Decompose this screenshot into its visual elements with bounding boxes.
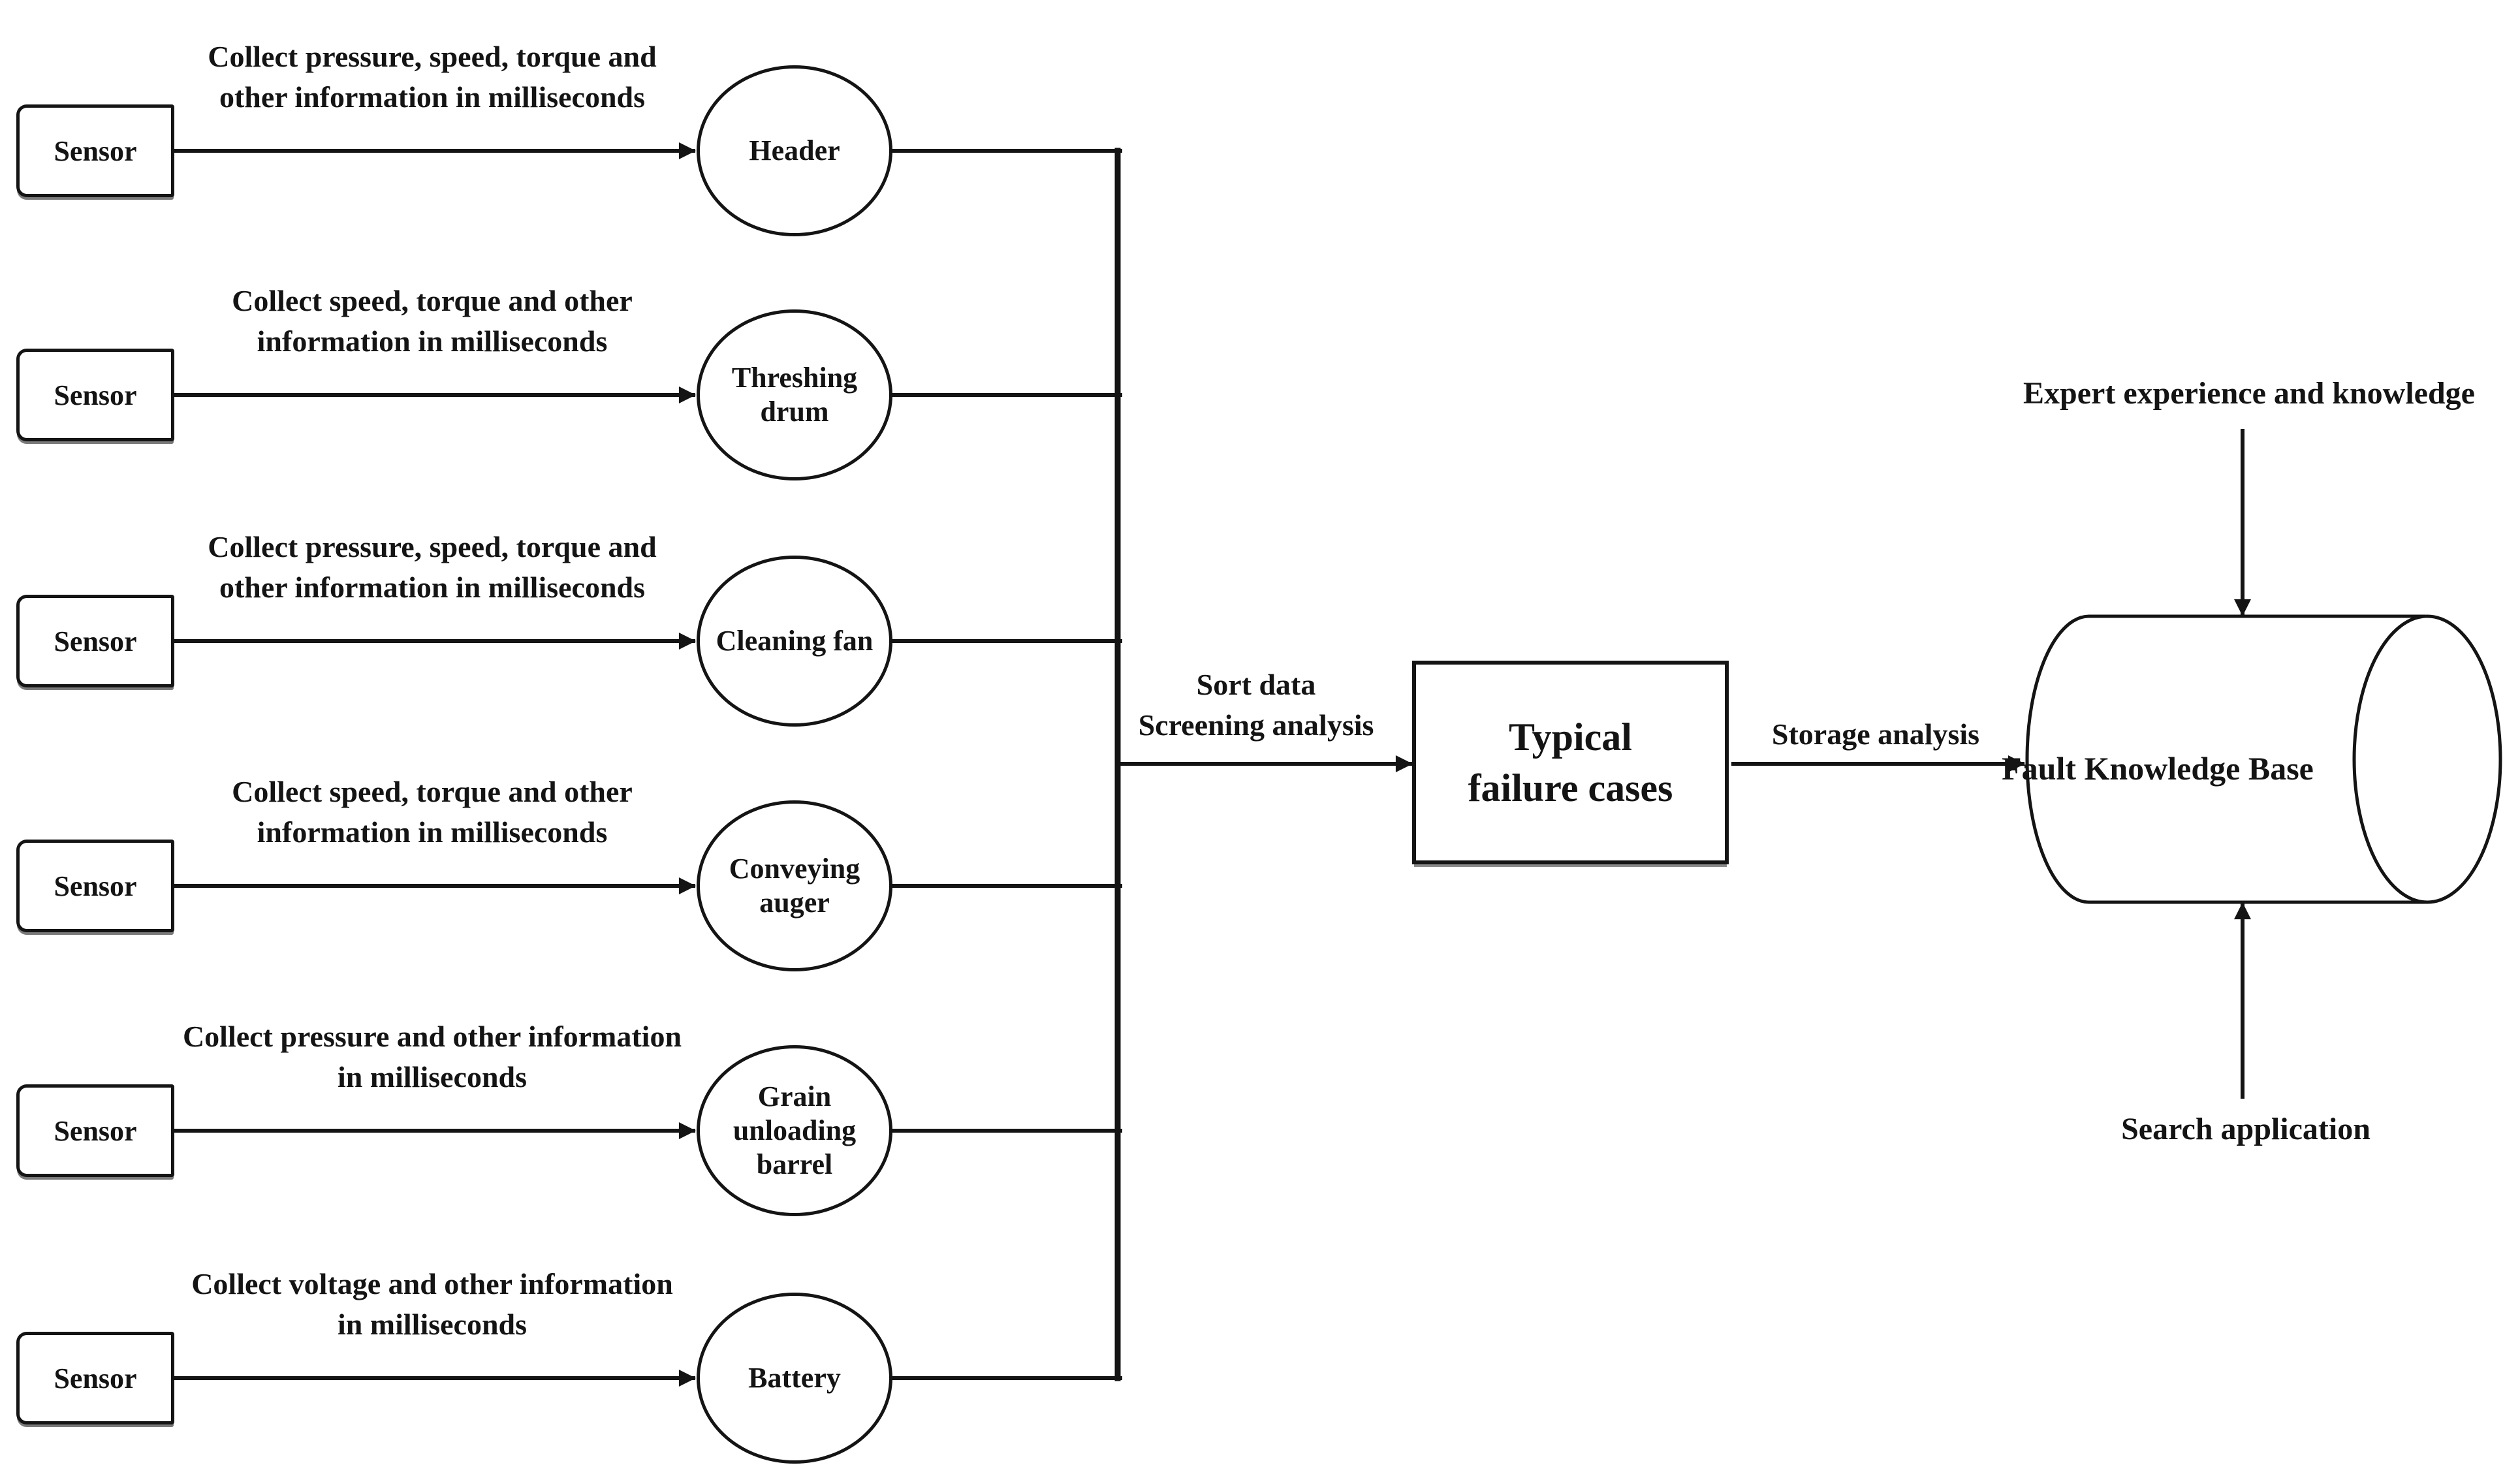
- sensor-box: Sensor: [16, 840, 174, 932]
- component-node-grain-barrel: Grain unloading barrel: [697, 1045, 892, 1216]
- cylinder-body: [2025, 614, 2425, 904]
- collect-label: Collect speed, torque and other informat…: [232, 775, 633, 849]
- sensor-box: Sensor: [16, 595, 174, 687]
- sensor-box: Sensor: [16, 1332, 174, 1424]
- sensor-box: Sensor: [16, 1084, 174, 1177]
- expert-experience-label: Expert experience and knowledge: [2023, 376, 2475, 411]
- collect-label: Collect pressure, speed, torque and othe…: [208, 530, 657, 604]
- sort-screening-label: Sort data Screening analysis: [1138, 668, 1374, 742]
- component-node-threshing-drum: Threshing drum: [697, 309, 892, 480]
- sensor-box: Sensor: [16, 349, 174, 441]
- component-node-cleaning-fan: Cleaning fan: [697, 556, 892, 727]
- typical-failure-cases-box: Typical failure cases: [1412, 661, 1729, 864]
- fault-knowledge-base-label: Fault Knowledge Base: [2002, 750, 2314, 787]
- component-node-conveying-auger: Conveying auger: [697, 800, 892, 971]
- knowledge-base-cylinder: [2025, 614, 2502, 904]
- component-node-battery: Battery: [697, 1293, 892, 1464]
- collect-label: Collect pressure, speed, torque and othe…: [208, 40, 657, 114]
- collect-label: Collect voltage and other information in…: [191, 1267, 673, 1341]
- search-application-label: Search application: [2121, 1112, 2370, 1146]
- storage-analysis-label: Storage analysis: [1771, 717, 1980, 751]
- cylinder-right-cap: [2352, 614, 2502, 904]
- sensor-box: Sensor: [16, 104, 174, 197]
- collect-label: Collect pressure and other information i…: [182, 1020, 682, 1093]
- component-node-header: Header: [697, 65, 892, 236]
- collect-label: Collect speed, torque and other informat…: [232, 284, 633, 358]
